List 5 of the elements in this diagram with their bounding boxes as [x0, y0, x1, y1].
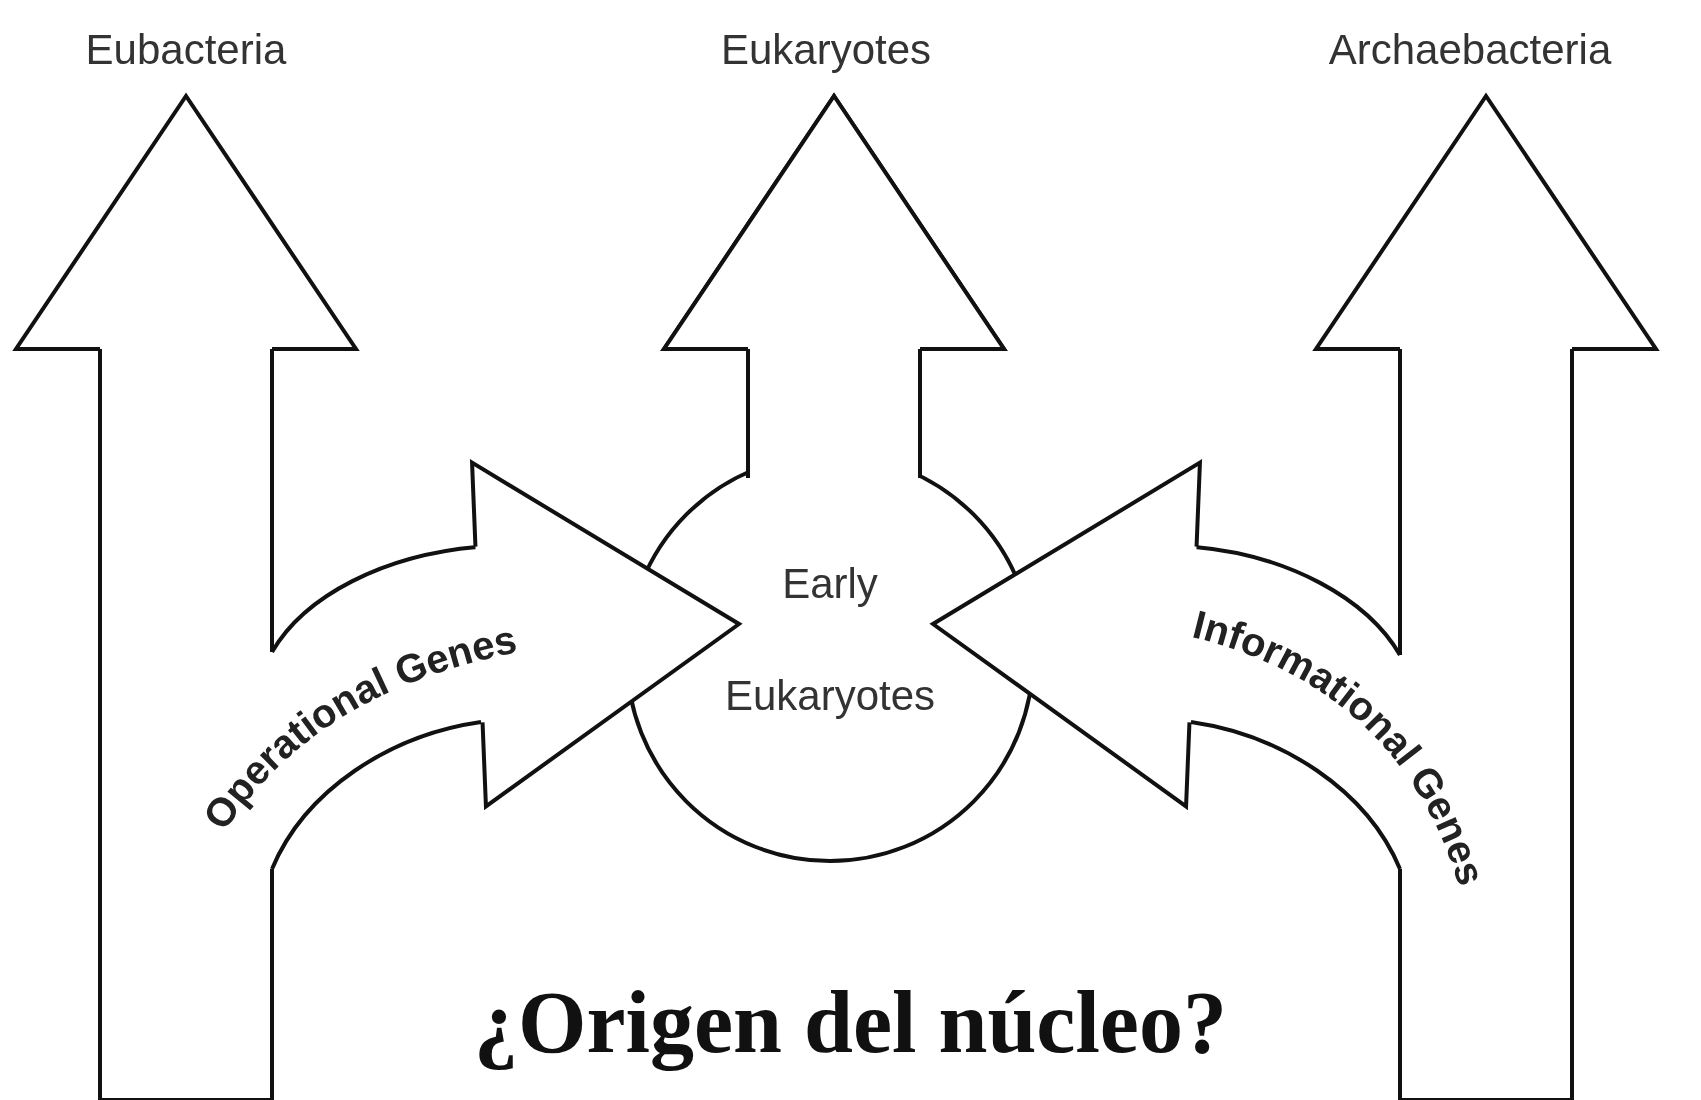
lineage-label: Eukaryotes [720, 26, 932, 74]
caption: ¿Origen del núcleo? [473, 975, 1228, 1072]
lineage-label: Archaebacteria [1328, 26, 1612, 74]
lineage-label: Eubacteria [85, 26, 287, 74]
node-label: Early Eukaryotes [723, 559, 937, 721]
